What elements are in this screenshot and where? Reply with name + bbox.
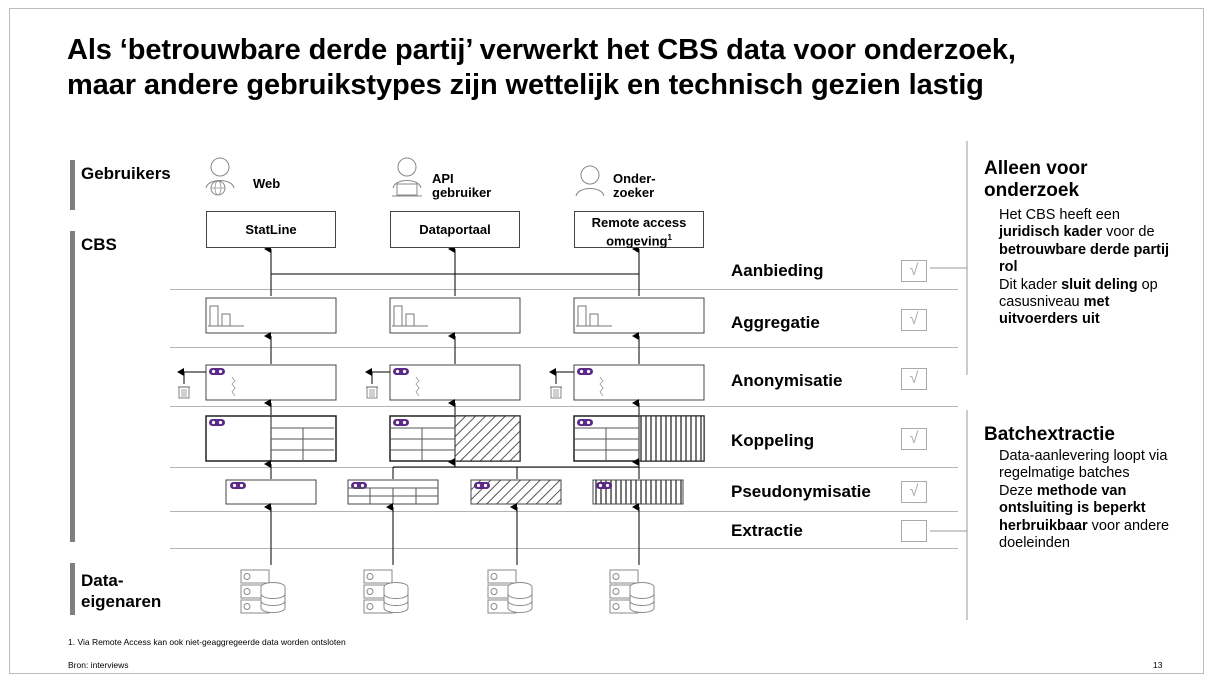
users-section-bar [70, 160, 75, 210]
layer-pseudonymisatie: Pseudonymisatie [731, 482, 871, 501]
channel-label: StatLine [245, 222, 297, 237]
user-laptop-icon [392, 157, 422, 197]
bold-run: sluit deling [1061, 276, 1138, 293]
text-run: voor de [1102, 224, 1155, 241]
text-run: voor andere doeleinden [999, 517, 1170, 552]
channel-dataportaal: Dataportaal [390, 211, 520, 248]
footnote-mark: 1 [667, 233, 672, 242]
text-run: Data-aanlevering loopt via regelmatige b… [999, 448, 1168, 482]
user-icon [575, 165, 605, 197]
persona-web: Web [253, 177, 280, 191]
page-number: 13 [1153, 660, 1163, 670]
check-icon: √ [901, 260, 927, 282]
text-run: Het CBS heeft een [999, 207, 1120, 223]
title-line-2: maar andere gebruikstypes zijn wettelijk… [67, 69, 984, 101]
footnote: 1. Via Remote Access kan ook niet-geaggr… [68, 637, 346, 647]
channel-label: omgeving [606, 233, 668, 249]
persona-api: API gebruiker [432, 172, 491, 200]
layer-divider [170, 406, 958, 407]
bold-run: methode van ontsluiting is beperkt herbr… [999, 482, 1146, 534]
slide-title: Als ‘betrouwbare derde partij’ verwerkt … [67, 33, 1167, 103]
owners-label-line-1: Data- [81, 571, 124, 590]
check-icon: √ [901, 428, 927, 450]
check-icon: √ [901, 309, 927, 331]
layer-aanbieding: Aanbieding [731, 261, 824, 280]
layer-aggregatie: Aggregatie [731, 313, 820, 332]
channel-label: Remote access [591, 215, 687, 230]
panel-text-batch: Data-aanlevering loopt via regelmatige b… [999, 448, 1171, 552]
check-icon: √ [901, 368, 927, 390]
panel-heading-line: onderzoek [984, 180, 1080, 201]
layer-anonymisatie: Anonymisatie [731, 371, 843, 390]
panel-heading-batch: Batchextractie [984, 424, 1115, 445]
text-run: op casusniveau [999, 276, 1158, 311]
layer-divider [170, 548, 958, 549]
persona-label: zoeker [613, 185, 655, 200]
title-line-1: Als ‘betrouwbare derde partij’ verwerkt … [67, 34, 1016, 66]
panel-heading-line: Alleen voor [984, 158, 1088, 179]
panel-paragraph: Het CBS heeft een juridisch kader voor d… [999, 207, 1179, 277]
database-server-icon [609, 569, 655, 614]
layer-extractie: Extractie [731, 521, 803, 540]
database-server-icon [363, 569, 409, 614]
layer-divider [170, 347, 958, 348]
persona-label: API [432, 171, 454, 186]
check-icon: √ [901, 481, 927, 503]
channel-label: Dataportaal [419, 222, 491, 237]
bold-run: juridisch kader [999, 224, 1103, 241]
layer-koppeling: Koppeling [731, 431, 815, 450]
channel-remote-access: Remote access omgeving1 [574, 211, 704, 248]
bold-run: met uitvoerders uit [999, 294, 1110, 328]
user-globe-icon [205, 157, 235, 196]
text-run: Deze [999, 482, 1037, 499]
owners-label-line-2: eigenaren [81, 592, 162, 611]
source-note: Bron: interviews [68, 660, 129, 670]
empty-checkbox-icon [901, 520, 927, 542]
section-cbs-label: CBS [81, 235, 117, 254]
slide-frame [9, 8, 1204, 674]
persona-label: Web [253, 176, 281, 191]
bold-run: betrouwbare derde partij rol [999, 241, 1170, 276]
database-server-icon [487, 569, 533, 614]
persona-label: gebruiker [432, 185, 492, 200]
owners-section-bar [70, 563, 75, 615]
database-server-icon [240, 569, 286, 614]
cbs-section-bar [70, 231, 75, 542]
layer-divider [170, 289, 958, 290]
text-run: Dit kader [999, 276, 1062, 293]
panel-text-research: Het CBS heeft een juridisch kader voor d… [999, 207, 1179, 329]
panel-paragraph: Deze methode van ontsluiting is beperkt … [999, 483, 1171, 553]
panel-heading-research: Alleen voor onderzoek [984, 158, 1087, 202]
channel-label-2: omgeving1 [575, 230, 703, 248]
section-users-label: Gebruikers [81, 164, 171, 183]
persona-researcher: Onder- zoeker [613, 172, 656, 200]
persona-label: Onder- [613, 171, 656, 186]
panel-paragraph: Dit kader sluit deling op casusniveau me… [999, 277, 1179, 329]
layer-divider [170, 511, 958, 512]
section-owners-label: Data- eigenaren [81, 570, 161, 612]
channel-statline: StatLine [206, 211, 336, 248]
panel-paragraph: Data-aanlevering loopt via regelmatige b… [999, 448, 1171, 483]
